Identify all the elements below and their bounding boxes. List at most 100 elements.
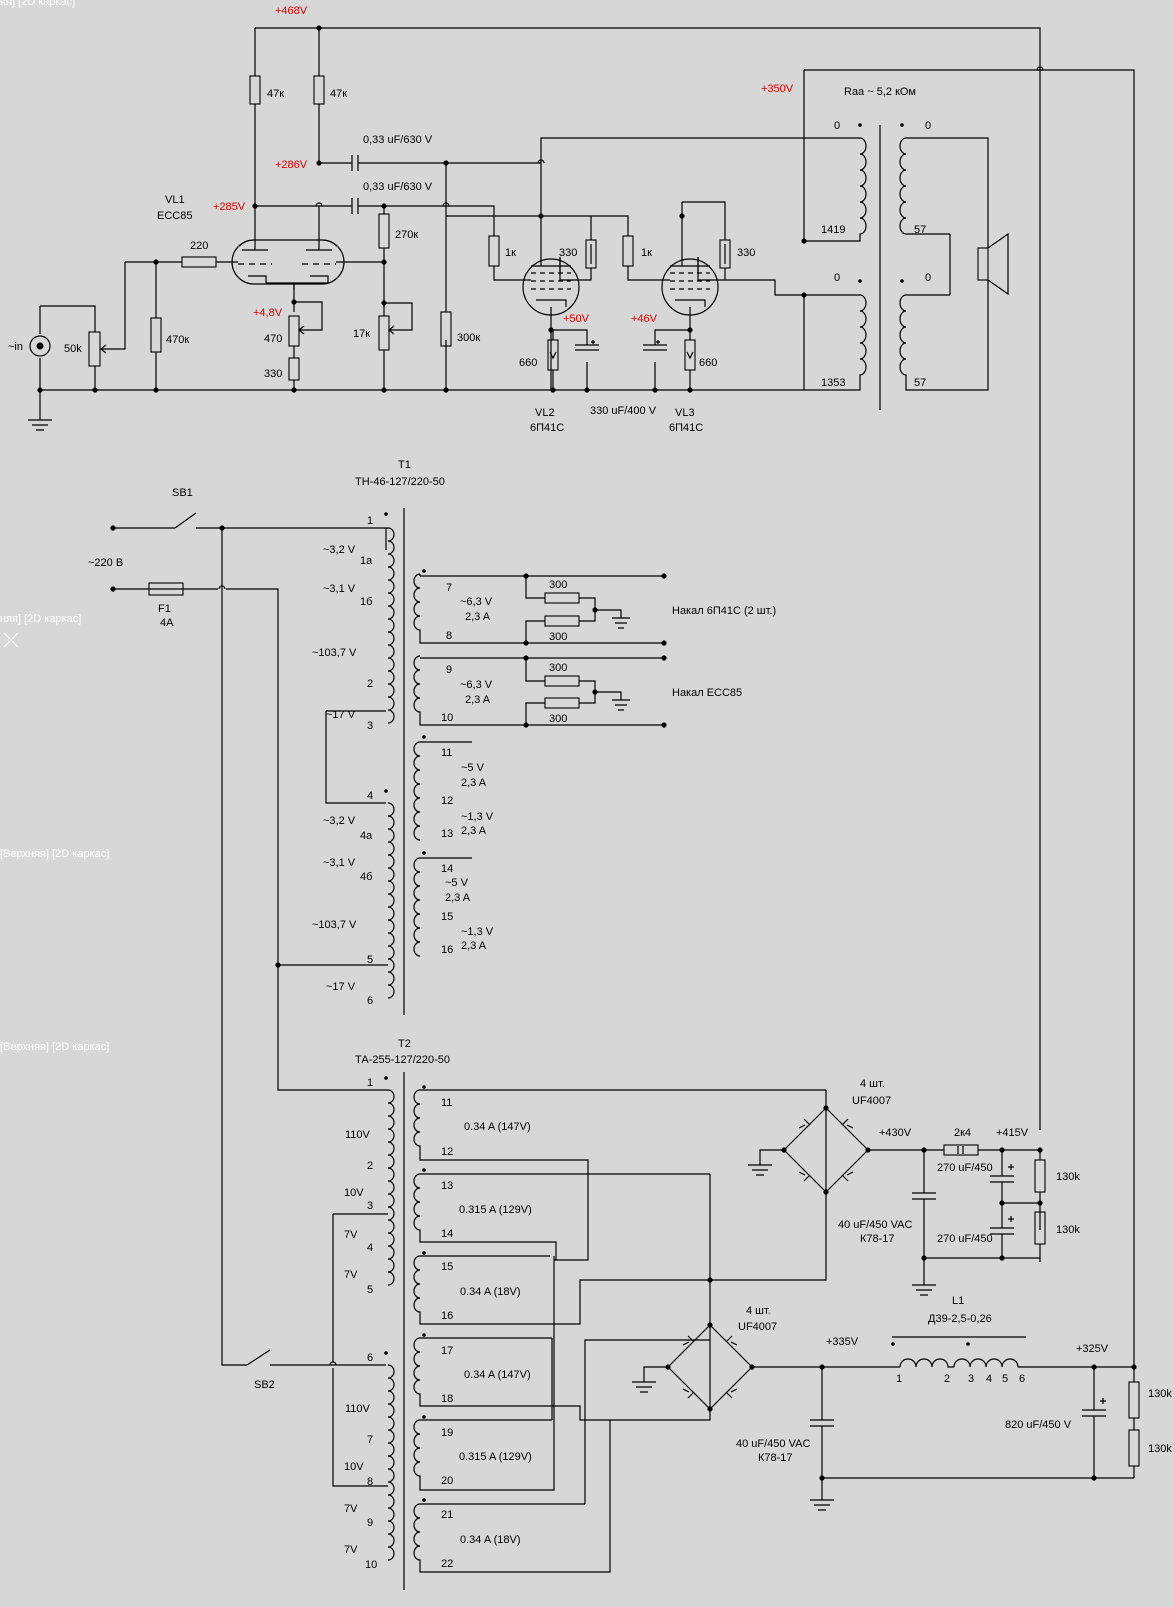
pin-label: 21 [441,1509,453,1521]
terminal-dot [110,525,116,531]
ghost-layer-labels: яя] [2D каркас] няя] [2D каркас] [Верхня… [0,0,109,1053]
resistor-value: 330 [264,368,282,380]
winding-voltage: 110V [345,1403,371,1415]
voltage-label: +430V [879,1127,912,1139]
capacitor-value: 270 uF/450 [937,1162,993,1174]
primary-winding-lower [804,294,867,391]
junction-dot [153,259,159,265]
fuse-ref: F1 [158,603,171,615]
tube-ref: VL1 [165,194,185,206]
winding-voltage: ~1,3 V [461,926,494,938]
pin-label: 4б [360,871,372,883]
tube-cathodes [248,275,329,290]
junction-dot [381,387,387,393]
winding-voltage: 7V [344,1269,358,1281]
resistor-value: 130k [1148,1388,1172,1400]
choke-type: Д39-2,5-0,26 [928,1313,992,1325]
capacitor-type: К78-17 [860,1233,895,1245]
tap-label: 1419 [821,224,845,236]
polarity-plus-icon [1100,1398,1106,1404]
tap-label: 0 [925,272,931,284]
pin-label: 10 [365,1559,377,1571]
voltage-label: +4,8V [253,307,283,319]
ghost-label: яя] [2D каркас] [0,0,75,8]
heater-resistor [544,675,580,687]
resistor [288,357,300,381]
resistor-value: 300 [549,631,567,643]
resistor-value: 330 [559,247,577,259]
junction-dot [584,387,590,393]
winding-current: 2,3 A [461,777,487,789]
pin-label: 4 [986,1373,992,1385]
junction-dot [381,203,387,209]
choke-ref: L1 [952,1295,964,1307]
pin-label: 4a [360,830,373,842]
wire-hop [442,202,450,207]
junction-dot [381,300,387,306]
junction-dot [999,1147,1005,1153]
tap-label: 0 [925,120,931,132]
pin-label: 3 [367,720,373,732]
junction-dot [291,387,297,393]
winding-current: 2,3 A [445,892,471,904]
resistor [181,256,217,268]
psu-junctions [665,1105,1137,1481]
tube-grids [670,272,710,290]
junction-dot [1131,1364,1137,1370]
transformer-type: ТН-46-127/220-50 [355,476,445,488]
pin-label: 11 [441,1097,452,1109]
voltage-label: +46V [631,313,658,325]
phase-dot [891,1342,895,1346]
tube-ref: VL3 [675,407,695,419]
phase-dot [900,123,904,127]
junction-dot [592,607,598,613]
resistor-value: 130k [1056,1171,1080,1183]
input-jack [29,335,51,357]
trimmer-resistor [378,315,390,351]
phase-dot [422,735,426,739]
pin-label: 7 [367,1434,373,1446]
junction-dot [679,213,685,219]
tube-cathode [675,299,706,330]
resistor-value: 50k [64,343,82,355]
resistor-value: 300 [549,662,567,674]
resistor [943,1144,979,1156]
trimmer-resistor [288,315,300,347]
junction-dot [781,1147,787,1153]
winding-current: 2,3 A [461,825,487,837]
junction-dot [523,722,529,728]
secondary-winding-upper [899,137,950,235]
winding-voltage: ~6,3 V [460,596,493,608]
transformer-type: ТА-255-127/220-50 [355,1054,450,1066]
resistor [249,75,261,105]
junction-dot [999,1200,1005,1206]
resistor-value: 660 [699,357,717,369]
ghost-label: [Верхняя] [2D каркас] [0,848,109,860]
input-jack-pin [36,342,44,350]
pin-label: 6 [1019,1373,1025,1385]
resistor-value: 470 [264,333,282,345]
wire [113,512,388,1366]
junction-dot [219,525,225,531]
resistor-value: 220 [190,240,208,252]
winding-voltage: ~3,2 V [323,815,356,827]
tube-cathode [536,299,567,330]
potentiometer [88,331,101,367]
terminal-dot [661,722,667,728]
primary-winding-upper [804,137,867,242]
resistor-value: 1к [641,247,652,259]
transformer-ref: T1 [398,459,411,471]
pin-label: 1б [360,596,372,608]
tube-type: ECC85 [157,210,192,222]
junction-dot [443,160,449,166]
phase-dot [384,1076,388,1080]
pin-label: 1a [360,555,373,567]
junction-dot [153,387,159,393]
speaker-icon [977,247,989,281]
pin-label: 19 [441,1427,453,1439]
junction-dot [1037,1147,1043,1153]
tube-envelope [522,258,580,316]
junction-dot [550,387,556,393]
winding-current: 2,3 A [465,611,491,623]
pin-label: 12 [441,1146,453,1158]
